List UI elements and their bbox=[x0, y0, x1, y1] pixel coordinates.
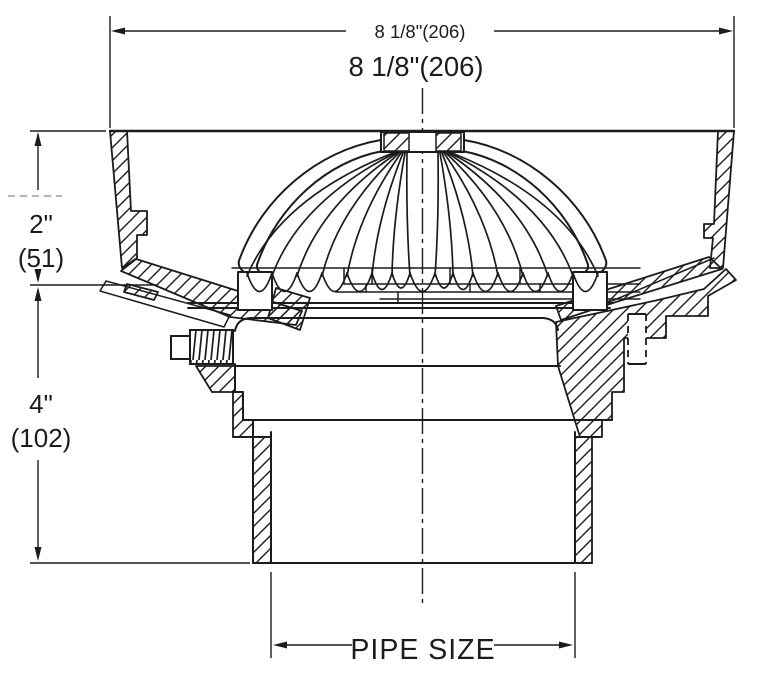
height-51mm-label: (51) bbox=[18, 243, 64, 273]
arrowhead-left-icon bbox=[273, 641, 287, 649]
dome-slot-bottoms bbox=[246, 272, 599, 293]
dome-top-cap bbox=[380, 131, 465, 153]
top-dimension-label: 8 1/8"(206) bbox=[375, 21, 466, 42]
arrowhead-up-icon bbox=[34, 132, 42, 146]
cap-hatch-left bbox=[383, 132, 410, 152]
dome-strainer bbox=[237, 131, 608, 293]
bolt-head bbox=[170, 335, 191, 360]
flashing-left bbox=[123, 283, 159, 301]
top-width-dimension bbox=[109, 16, 735, 128]
flange-wall-left bbox=[109, 130, 148, 269]
collar-top-line bbox=[234, 317, 544, 332]
pipe-size-dimension bbox=[270, 572, 576, 658]
bolt-hole-hidden-edges bbox=[627, 314, 647, 364]
pipe-wall-right bbox=[574, 436, 593, 564]
height-4in-label: 4" bbox=[29, 389, 53, 419]
pipe-size-label: PIPE SIZE bbox=[350, 634, 495, 666]
cap-hatch-right bbox=[435, 132, 462, 152]
dome-outer-arc-right bbox=[463, 139, 608, 273]
left-height-dimensions bbox=[8, 130, 250, 564]
bolt-hole-ends bbox=[628, 313, 646, 365]
height-102mm-label: (102) bbox=[11, 423, 72, 453]
bolt-hole-body bbox=[628, 314, 646, 364]
dome-inner-arc-right bbox=[461, 150, 590, 273]
body-section-right bbox=[555, 268, 737, 438]
arrowhead-left-icon bbox=[111, 27, 125, 35]
hub-profile-left bbox=[234, 391, 254, 564]
clamp-bolt bbox=[170, 329, 234, 365]
arrowhead-down-icon bbox=[34, 547, 42, 561]
dome-outer-arc-left bbox=[237, 139, 382, 273]
height-2in-label: 2" bbox=[29, 209, 53, 239]
bowl-slope-surface-right bbox=[599, 257, 715, 307]
overall-width-label: 8 1/8"(206) bbox=[348, 51, 483, 82]
bolt-threaded-shank bbox=[189, 329, 234, 365]
collar-corner-right bbox=[542, 317, 559, 331]
bolt-hole-right bbox=[627, 313, 647, 365]
dome-ribs bbox=[246, 152, 599, 277]
pipe-wall-left bbox=[252, 436, 272, 564]
ring-steps bbox=[343, 267, 541, 304]
arrowhead-up-icon bbox=[34, 287, 42, 301]
dome-base-block-right bbox=[572, 271, 608, 311]
arrowhead-right-icon bbox=[559, 641, 573, 649]
dome-base-block-left bbox=[237, 271, 273, 311]
arrowhead-down-icon bbox=[34, 269, 42, 283]
arrowhead-right-icon bbox=[719, 27, 733, 35]
collar-step-left bbox=[195, 365, 236, 393]
dome-inner-arc-left bbox=[255, 150, 384, 273]
flange-wall-right bbox=[703, 130, 735, 269]
